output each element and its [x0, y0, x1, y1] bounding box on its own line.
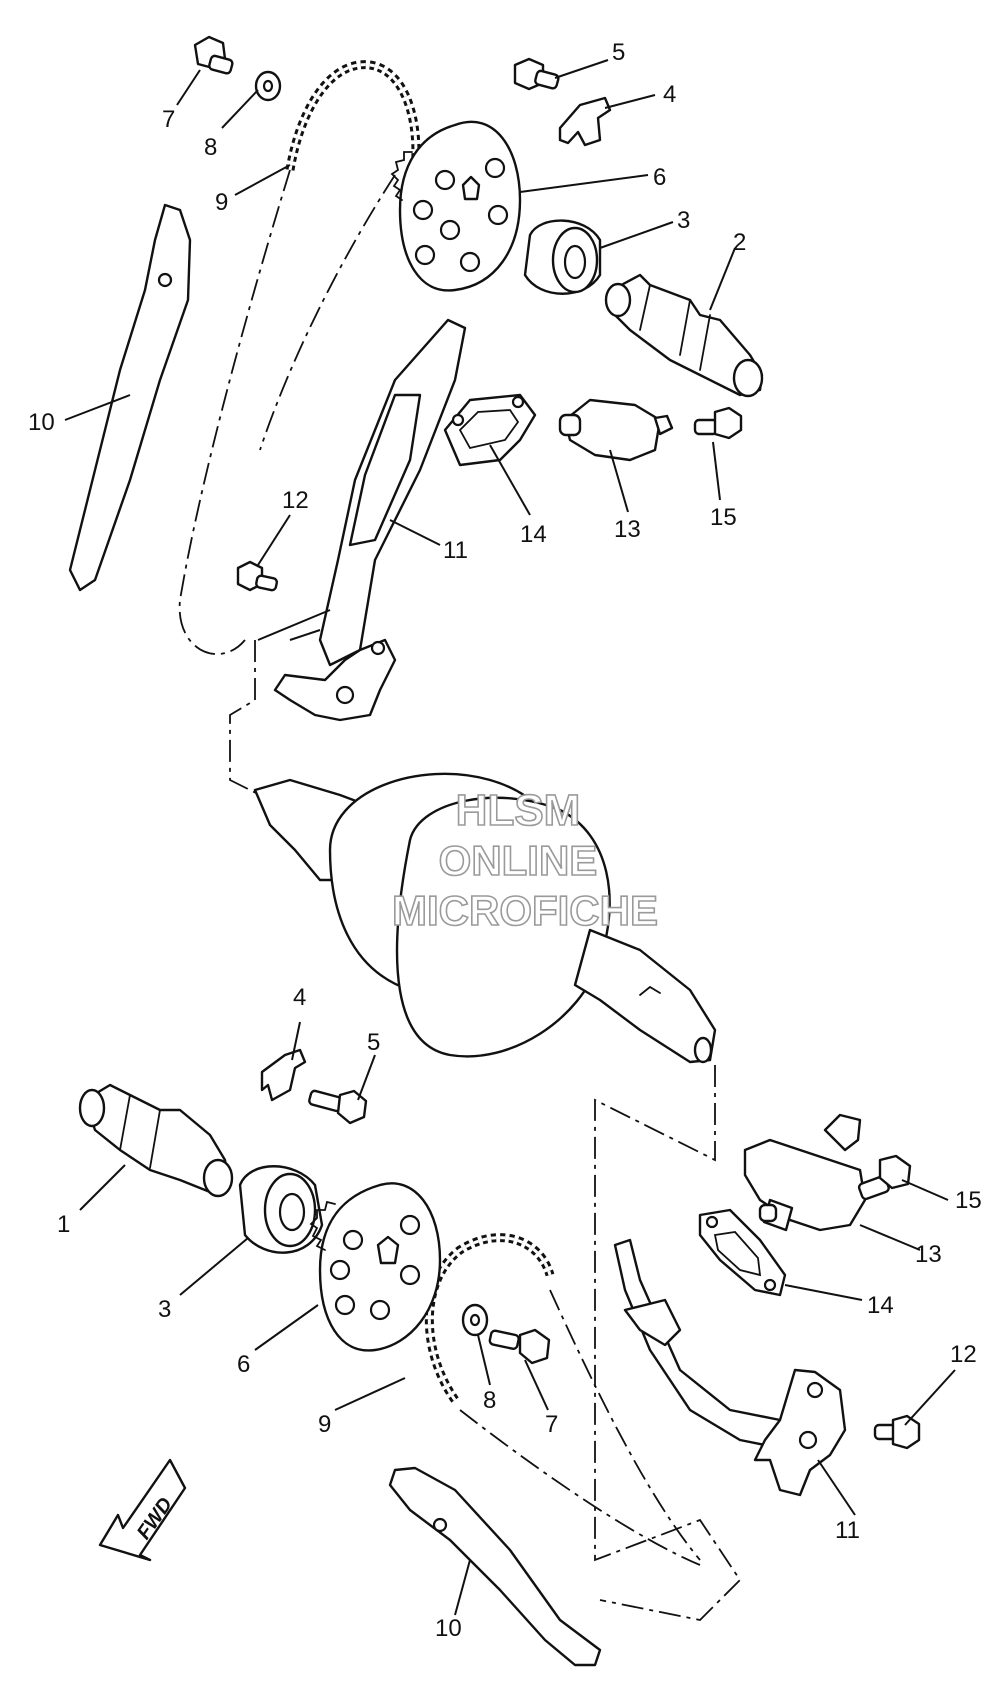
callout-4-top: 4 [663, 81, 676, 108]
callout-5-bottom: 5 [367, 1029, 380, 1056]
sprocket-6-top [390, 120, 522, 292]
chain-path-top-right [259, 174, 396, 451]
link-line-top [229, 640, 271, 801]
bolt-12-top [236, 560, 279, 592]
watermark-line-1: HLSM [456, 786, 581, 835]
bolt-5-bottom [308, 1089, 368, 1125]
link-line-bottom [594, 1065, 742, 1621]
tensioner-guide-11-top [273, 318, 467, 722]
fwd-arrow-icon: FWD [98, 1458, 187, 1562]
guide-10-top-pivot [157, 272, 173, 288]
chain-guide-10-top [68, 203, 192, 592]
leader-lines [64, 59, 956, 1616]
washer-8-bottom [461, 1303, 489, 1337]
callout-14-top: 14 [520, 521, 547, 548]
plate-4-top [558, 96, 612, 147]
chain-guide-10-bottom [388, 1466, 602, 1667]
guide-10-bottom-pivot [432, 1517, 448, 1533]
camshaft-2-top [604, 273, 764, 398]
gasket-14-top [443, 393, 537, 467]
bolt-12-bottom [873, 1414, 921, 1450]
callout-3-top: 3 [677, 207, 690, 234]
watermark-line-3: MICROFICHE [392, 887, 658, 934]
bolt-5-top [513, 57, 560, 91]
callout-13-top: 13 [614, 516, 641, 543]
tensioner-13-bottom [743, 1113, 867, 1232]
callout-10-bottom: 10 [435, 1615, 462, 1642]
callout-10-top: 10 [28, 409, 55, 436]
cam-chain-top [285, 60, 421, 171]
camshaft-1-bottom [78, 1083, 234, 1198]
crankshaft [253, 772, 717, 1064]
spacer-3-bottom [238, 1165, 324, 1254]
bolt-15-top [693, 406, 743, 440]
tensioner-guide-11-bottom [613, 1238, 847, 1497]
callout-12-bottom: 12 [950, 1341, 977, 1368]
chain-path-bottom-left [459, 1409, 701, 1566]
callout-14-bottom: 14 [867, 1292, 894, 1319]
chain-path-bottom-right [549, 1289, 701, 1561]
callout-15-bottom: 15 [955, 1187, 982, 1214]
callout-7-top: 7 [162, 106, 175, 133]
callout-8-bottom: 8 [483, 1387, 496, 1414]
callout-15-top: 15 [710, 504, 737, 531]
callout-4-bottom: 4 [293, 984, 306, 1011]
gasket-14-bottom [698, 1208, 787, 1297]
callout-11-bottom: 11 [835, 1517, 860, 1544]
callout-7-bottom: 7 [545, 1411, 558, 1438]
chain-path-top-left [178, 169, 291, 655]
callout-5-top: 5 [612, 39, 625, 66]
callout-1: 1 [57, 1211, 70, 1238]
callout-6-top: 6 [653, 164, 666, 191]
watermark-line-2: ONLINE [439, 837, 598, 884]
callout-11-top: 11 [443, 537, 468, 564]
spacer-3-top [523, 219, 602, 295]
cam-chain-bottom [424, 1233, 555, 1403]
washer-8-top [254, 70, 282, 102]
callout-9-top: 9 [215, 189, 228, 216]
tensioner-13-top [558, 398, 674, 462]
callout-labels: 7 8 9 5 4 6 3 2 10 12 11 14 13 15 4 5 1 … [28, 39, 982, 1642]
callout-13-bottom: 13 [915, 1241, 942, 1268]
bolt-15-bottom [857, 1154, 912, 1201]
bolt-7-bottom [488, 1328, 551, 1365]
watermark: HLSM ONLINE MICROFICHE [391, 785, 659, 935]
callout-9-bottom: 9 [318, 1411, 331, 1438]
callout-2: 2 [733, 229, 746, 256]
callout-12-top: 12 [282, 487, 309, 514]
sprocket-6-bottom [309, 1182, 442, 1352]
callout-8-top: 8 [204, 134, 217, 161]
callout-3-bottom: 3 [158, 1296, 171, 1323]
plate-4-bottom [260, 1048, 307, 1102]
callout-6-bottom: 6 [237, 1351, 250, 1378]
bolt-7-top [193, 35, 234, 75]
